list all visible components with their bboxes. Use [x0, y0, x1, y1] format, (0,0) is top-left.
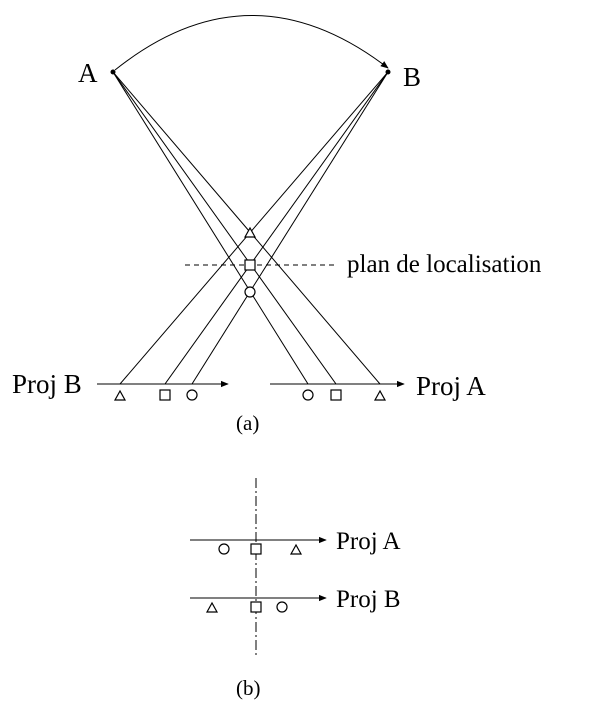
proj-a-square-marker	[330, 389, 342, 401]
ray-a-circle	[112, 71, 309, 385]
panel-b-proj-b-square-marker	[250, 601, 262, 613]
panel-a: A B plan de localisation Proj B Proj A (…	[12, 15, 542, 435]
proj-b-square-marker	[159, 389, 171, 401]
proj-a-triangle-marker	[373, 389, 387, 401]
panel-b: Proj A Proj B (b)	[190, 478, 401, 700]
source-label-b: B	[403, 62, 421, 92]
ray-b-triangle	[119, 71, 389, 385]
panel-b-proj-b-circle-marker	[276, 601, 288, 613]
proj-a-circle-marker	[302, 389, 314, 401]
ray-b-square	[164, 71, 389, 385]
object-square-marker	[244, 259, 256, 271]
caption-a: (a)	[236, 411, 259, 435]
proj-b-circle-marker	[186, 389, 198, 401]
ray-a-triangle	[112, 71, 381, 385]
panel-b-proj-a-circle-marker	[218, 543, 230, 555]
localisation-plane-label: plan de localisation	[347, 251, 542, 278]
panel-b-proj-a-label: Proj A	[336, 528, 401, 555]
ray-b-circle	[191, 71, 389, 385]
panel-b-proj-a-triangle-marker	[289, 543, 303, 555]
source-label-a: A	[78, 58, 98, 88]
ray-a-square	[112, 71, 337, 385]
caption-b: (b)	[236, 676, 261, 700]
proj-b-label: Proj B	[12, 369, 82, 399]
rotation-arc	[114, 15, 389, 71]
panel-b-proj-b-triangle-marker	[205, 601, 219, 613]
object-circle-marker	[244, 286, 256, 298]
proj-a-label: Proj A	[416, 371, 486, 401]
proj-b-triangle-marker	[113, 389, 127, 401]
panel-b-proj-a-square-marker	[250, 543, 262, 555]
object-triangle-marker	[243, 226, 257, 238]
panel-b-proj-b-label: Proj B	[336, 586, 401, 613]
